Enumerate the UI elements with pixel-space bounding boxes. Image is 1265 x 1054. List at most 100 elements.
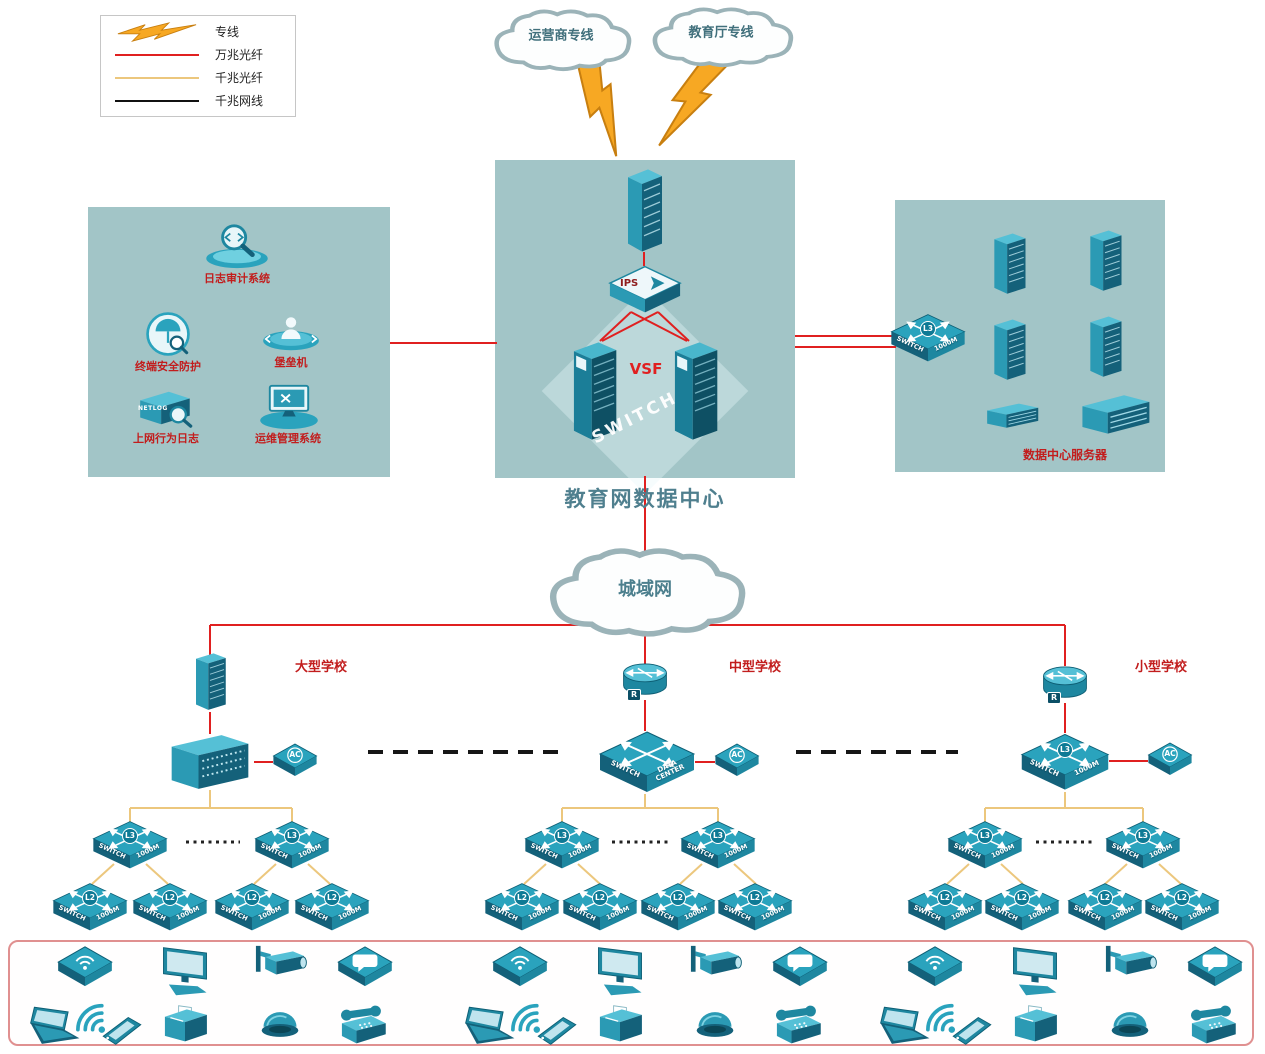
label-large-school: 大型学校 [294, 660, 347, 675]
server-tower-icon [189, 651, 231, 713]
l2-badge: L2 [1097, 890, 1113, 906]
ips-device: IPS [606, 264, 684, 316]
wireless-ap [488, 943, 552, 989]
label-medium-school: 中型学校 [728, 660, 781, 675]
telephone-icon [1182, 1005, 1242, 1047]
desktop-monitor [1005, 945, 1065, 997]
legend-label: 专线 [215, 25, 240, 39]
ac-icon [1146, 740, 1194, 778]
l2-badge: L2 [324, 890, 340, 906]
label-bastion: 堡垒机 [274, 356, 308, 369]
l3-badge: L3 [122, 828, 138, 844]
legend: 专线 万兆光纤 千兆光纤 千兆网线 [100, 15, 296, 117]
school-server [189, 651, 231, 713]
ac-icon [271, 741, 319, 779]
wireless-ap-icon [903, 943, 967, 989]
l2-badge: L2 [162, 890, 178, 906]
vsf-label: VSF [629, 360, 663, 378]
smartphone-icon [946, 1013, 998, 1047]
legend-row-1g-fiber: 千兆光纤 [109, 67, 287, 88]
netlog-badge: NETLOG [138, 405, 168, 412]
ips-label: IPS [620, 278, 639, 289]
l2-badge: L2 [1014, 890, 1030, 906]
datacenter-title: 教育网数据中心 [564, 487, 726, 511]
telephone [1182, 1005, 1242, 1047]
monitor-icon [155, 945, 215, 997]
telephone-icon [332, 1005, 392, 1047]
l3-badge: L3 [284, 828, 300, 844]
core-device-large-school [164, 730, 256, 794]
shield-circle-icon [142, 310, 194, 358]
l2-badge: L2 [244, 890, 260, 906]
server-tower-icon [1083, 314, 1127, 380]
router-medium-school: R [620, 658, 670, 702]
ac-label: AC [731, 750, 743, 759]
router-small-school: R [1040, 661, 1090, 705]
wireless-ap-icon [53, 943, 117, 989]
cloud-carrier-label: 运营商专线 [528, 28, 594, 44]
l3-badge: L3 [710, 828, 726, 844]
netlog-device: NETLOG [132, 388, 196, 428]
telephone [332, 1005, 392, 1047]
yellow-line-icon [109, 76, 205, 79]
l3-badge: L3 [1135, 828, 1151, 844]
storage-rack [983, 397, 1041, 435]
cloud-education-label: 教育厅专线 [688, 25, 754, 41]
server-tower [987, 231, 1031, 297]
label-datacenter-servers: 数据中心服务器 [1022, 448, 1107, 462]
chat-terminal [1184, 944, 1246, 988]
dome-camera [693, 1004, 737, 1044]
legend-label: 千兆网线 [215, 94, 264, 108]
firewall-server [620, 166, 668, 256]
smartphone [96, 1013, 148, 1047]
l2-badge: L2 [670, 890, 686, 906]
chat-bubble-icon [769, 944, 831, 988]
monitor-icon [1005, 945, 1065, 997]
router-badge: R [627, 689, 642, 701]
flat-appliance-icon [606, 264, 684, 316]
chat-terminal [334, 944, 396, 988]
monitor-tools-icon [256, 382, 322, 430]
server-tower [1083, 228, 1127, 294]
server-tower [987, 317, 1031, 383]
desktop-monitor [590, 945, 650, 997]
server-tower-icon [987, 317, 1031, 383]
server-tower [1083, 314, 1127, 380]
ac-icon [713, 741, 761, 779]
server-tower-icon [620, 166, 668, 256]
router-badge: R [1047, 692, 1062, 704]
l2-badge: L2 [514, 890, 530, 906]
cloud-man-label: 城域网 [618, 579, 672, 601]
camera-icon [684, 944, 746, 994]
wireless-ap [53, 943, 117, 989]
bastion-host [258, 312, 324, 352]
ac-label: AC [1164, 749, 1176, 758]
dome-camera [1108, 1004, 1152, 1044]
l2-badge: L2 [82, 890, 98, 906]
printer [1007, 1003, 1063, 1045]
datacenter-switch: L3 SWITCH 1000M [889, 311, 967, 365]
camera-icon [1099, 944, 1161, 994]
storage-rack [1077, 392, 1153, 438]
wireless-ap-icon [488, 943, 552, 989]
telephone-icon [767, 1005, 827, 1047]
cloud-man: 城域网 [538, 546, 752, 638]
core-switch-small-school: L3 SWITCH 1000M [1019, 730, 1111, 794]
red-line-icon [109, 53, 205, 56]
l2-badge: L2 [747, 890, 763, 906]
server-tower-icon [1083, 228, 1127, 294]
chat-terminal [769, 944, 831, 988]
ptz-camera [684, 944, 746, 994]
